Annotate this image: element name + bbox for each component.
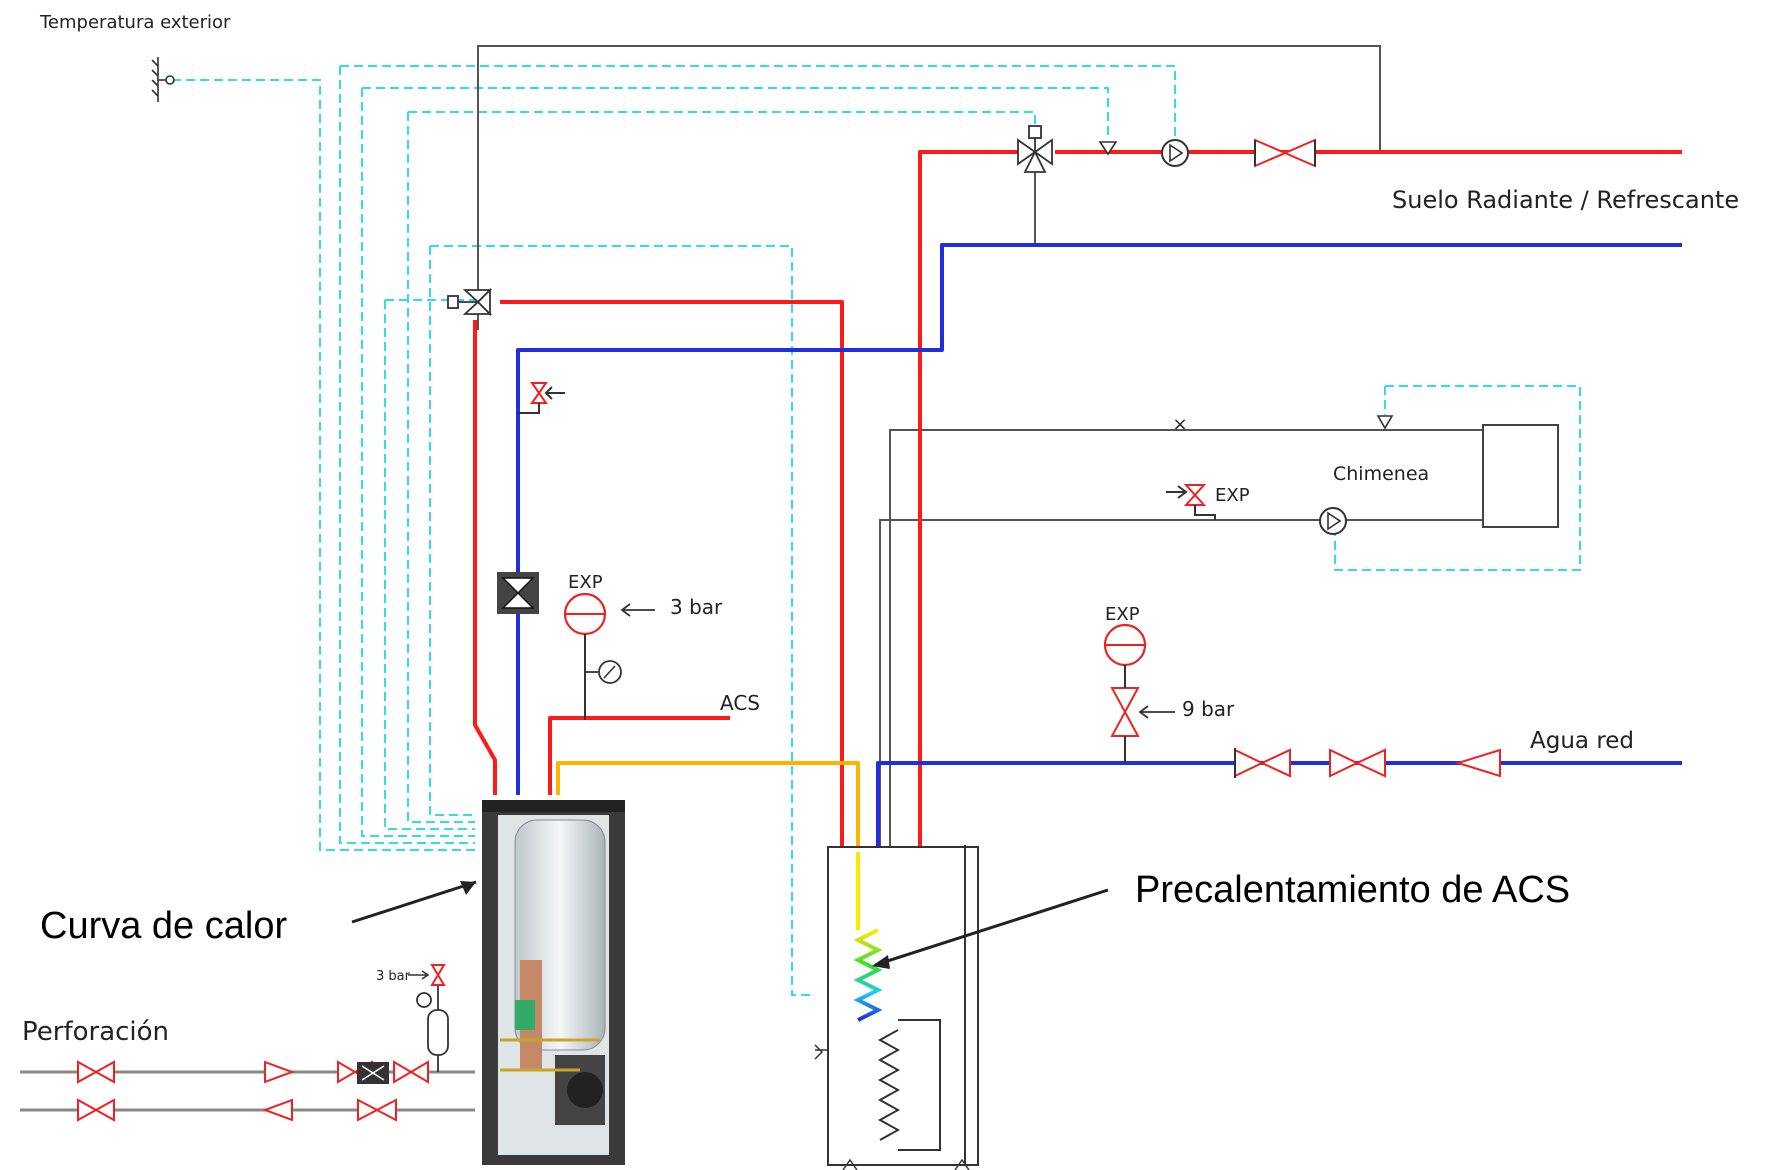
borehole-relief-valve-icon <box>430 964 446 986</box>
filter-icon <box>497 572 539 614</box>
borehole-expansion-icon <box>416 985 449 1072</box>
dhw-preheat-label: Precalentamiento de ACS <box>1135 869 1570 911</box>
borehole-relief-label: 3 bar <box>376 969 411 984</box>
floor-heating-label: Suelo Radiante / Refrescante <box>1392 186 1739 214</box>
borehole-filter-icon <box>357 1062 389 1084</box>
supply-sensor-icon <box>1098 141 1118 156</box>
fireplace-exp-label: EXP <box>1215 485 1250 506</box>
heating-exp-pressure: 3 bar <box>670 595 723 619</box>
fireplace-safety-valve-icon <box>1166 484 1216 520</box>
preheat-coil <box>853 928 883 1022</box>
fireplace-sensor-icon <box>1376 415 1394 430</box>
dhw-preheat-arrow <box>874 888 1109 967</box>
heat-curve-label: Curva de calor <box>40 905 287 947</box>
pressure-gauge-icon <box>585 660 622 684</box>
heating-pump-icon <box>1161 139 1189 167</box>
water-expansion-vessel-icon <box>1103 623 1147 667</box>
heating-expansion-vessel-icon <box>563 592 607 720</box>
fireplace-pump-icon <box>1319 507 1347 535</box>
supply-shutoff-valve-icon <box>1254 138 1316 168</box>
borehole-relief-arrow <box>408 970 430 980</box>
water-exp-pressure: 9 bar <box>1182 697 1235 721</box>
supply-pipes <box>473 150 1682 852</box>
water-safety-valve-icon <box>1110 665 1140 763</box>
dhw-label: ACS <box>720 691 760 715</box>
return-relief-valve-icon <box>518 382 565 414</box>
mixing-valve-icon <box>1017 125 1053 173</box>
heating-exp-arrow <box>620 603 655 617</box>
fireplace-box <box>1482 424 1559 528</box>
fireplace-label: Chimenea <box>1333 463 1429 485</box>
heating-exp-label: EXP <box>568 572 603 593</box>
air-vent-symbol: × <box>1172 414 1187 435</box>
control-wiring <box>172 65 1581 996</box>
borehole-pipes <box>20 1070 475 1112</box>
water-exp-label: EXP <box>1105 604 1140 625</box>
heat-pump-unit <box>482 800 625 1165</box>
mains-shutoff-valves-icon <box>1234 748 1501 778</box>
outdoor-temp-label: Temperatura exterior <box>39 12 231 33</box>
mains-water-label: Agua red <box>1530 728 1634 754</box>
borehole-label: Perforación <box>22 1017 169 1047</box>
water-exp-arrow <box>1138 705 1175 719</box>
heat-curve-arrow <box>351 880 477 924</box>
preheat-pipe <box>556 761 860 852</box>
diverter-valve-icon <box>447 287 493 317</box>
dhw-tank <box>814 845 979 1170</box>
outdoor-sensor-icon <box>151 57 175 102</box>
